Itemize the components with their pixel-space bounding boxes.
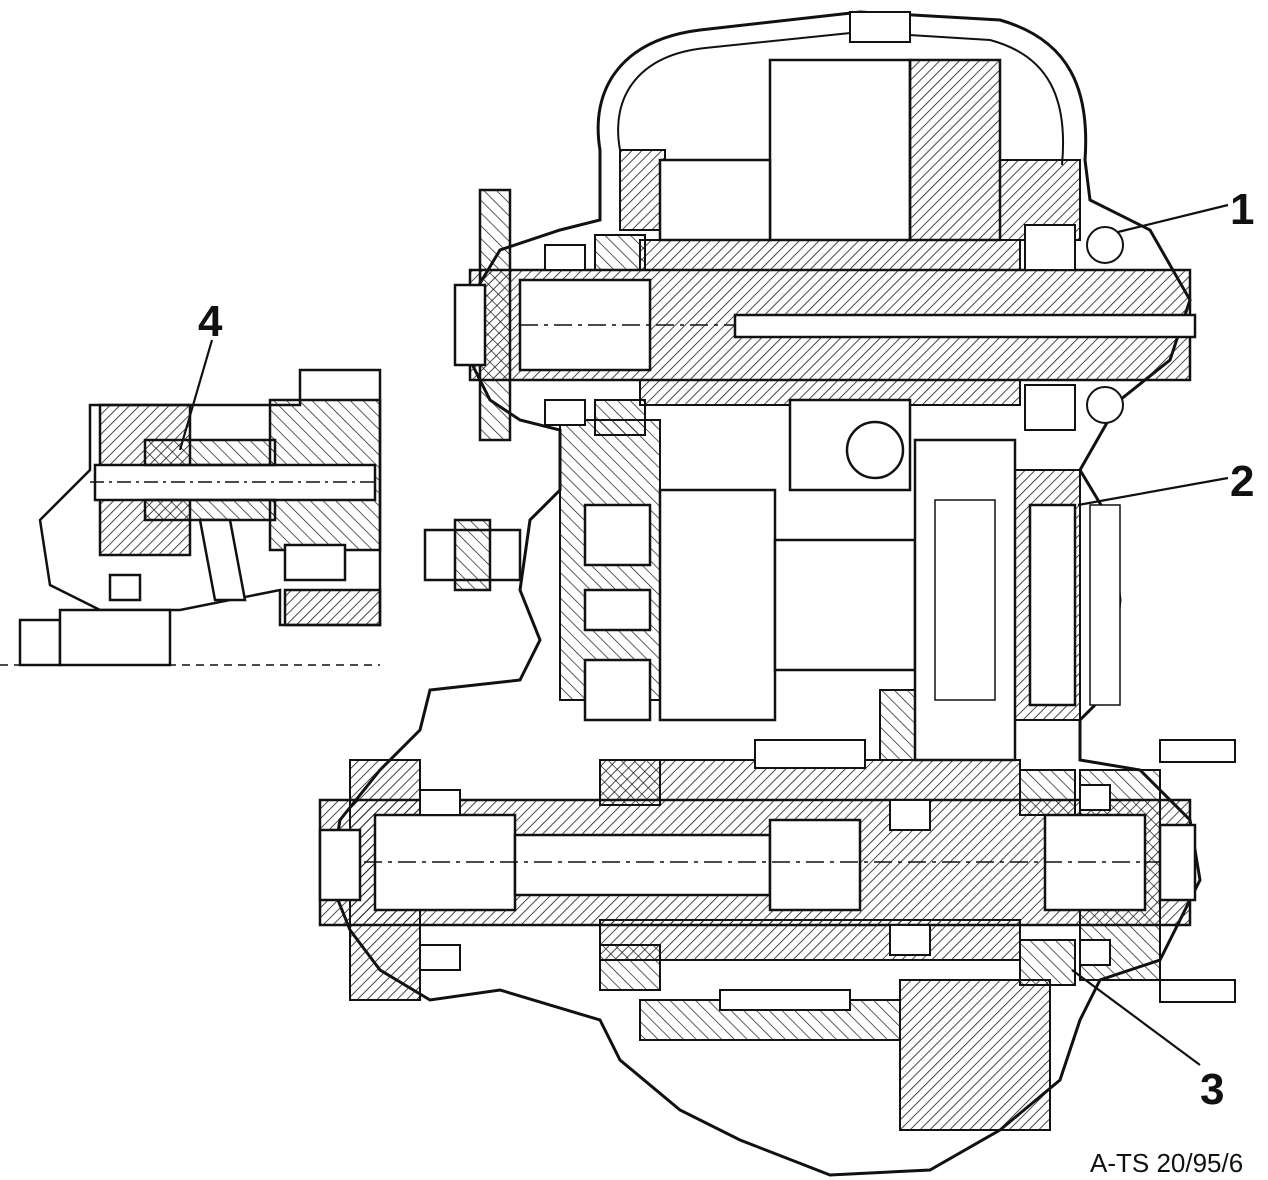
callout-3: 3 bbox=[1200, 1065, 1225, 1114]
upper-gears bbox=[658, 58, 1002, 492]
callout-1: 1 bbox=[1230, 185, 1255, 234]
upper-bearings bbox=[544, 224, 1124, 436]
output-shaft bbox=[318, 798, 1197, 927]
leader-line-4 bbox=[178, 339, 214, 451]
lower-bearings bbox=[419, 759, 1111, 991]
intermediate-section bbox=[423, 438, 1121, 762]
bolts bbox=[719, 11, 1236, 1011]
input-shaft bbox=[453, 188, 1197, 442]
callout-4: 4 bbox=[198, 297, 223, 346]
leader-line-3 bbox=[1071, 969, 1201, 1066]
callout-2: 2 bbox=[1230, 457, 1255, 506]
inset-detail bbox=[0, 368, 382, 667]
leader-line-1 bbox=[1117, 203, 1229, 234]
figure-reference: A-TS 20/95/6 bbox=[1090, 1148, 1244, 1178]
leader-line-2 bbox=[1077, 476, 1229, 507]
leader-lines bbox=[178, 203, 1229, 1066]
